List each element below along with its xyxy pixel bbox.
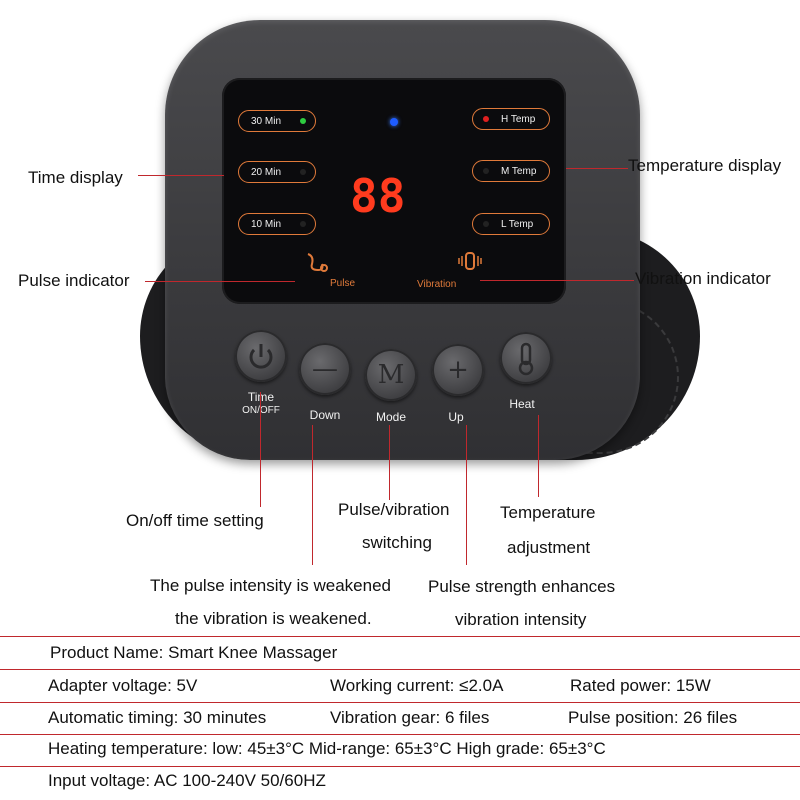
temp-low-button[interactable]: L Temp [472,213,550,235]
down-annotation-line2: the vibration is weakened. [175,609,372,628]
temp-high-led-icon [483,116,489,122]
mode-button-label: Mode [375,410,407,424]
vibration-icon [458,252,482,270]
time-20-label: 20 Min [251,167,282,178]
digit-readout: 88 [350,169,405,222]
spec-divider [0,669,800,670]
temp-mid-led-icon [483,168,489,174]
onoff-leader [260,392,261,507]
vibration-indicator-annotation: Vibration indicator [635,269,771,288]
time-30-button[interactable]: 30 Min [238,110,316,132]
vibration-label: Vibration [417,279,457,290]
spec-product-name: Product Name: Smart Knee Massager [50,643,338,662]
time-30-led-icon [300,118,306,124]
mode-icon: M [377,360,405,390]
onoff-annotation: On/off time setting [126,511,264,530]
down-leader [312,425,313,565]
spec-divider [0,636,800,637]
spec-rated-power: Rated power: 15W [570,676,711,695]
time-20-button[interactable]: 20 Min [238,161,316,183]
down-button-label: Down [309,408,341,422]
heat-annotation-line1: Temperature [500,503,596,522]
up-button-label: Up [448,410,464,424]
up-button[interactable]: + [432,344,484,396]
thermometer-icon [518,342,534,376]
time-20-led-icon [300,169,306,175]
time-button-label: Time [221,390,301,404]
down-annotation-line1: The pulse intensity is weakened [150,576,391,595]
time-display-annotation: Time display [28,168,123,187]
up-annotation-line2: vibration intensity [455,610,587,629]
spec-automatic-timing: Automatic timing: 30 minutes [48,708,267,727]
spec-heating-temperature: Heating temperature: low: 45±3°C Mid-ran… [48,739,606,758]
temp-low-led-icon [483,221,489,227]
temp-mid-button[interactable]: M Temp [472,160,550,182]
mode-leader [389,425,390,500]
up-annotation-line1: Pulse strength enhances [428,577,616,596]
control-panel: 30 Min 20 Min 10 Min H Temp M Temp L Tem… [222,78,566,304]
heat-button-label: Heat [509,397,535,411]
temp-high-label: H Temp [501,114,536,125]
vibration-indicator-leader [480,280,634,281]
time-display-leader [138,175,224,176]
pulse-indicator-annotation: Pulse indicator [18,271,130,290]
up-leader [466,425,467,565]
spec-input-voltage: Input voltage: AC 100-240V 50/60HZ [48,771,326,790]
pulse-indicator-leader [145,281,295,282]
plus-icon: + [447,355,469,385]
time-10-button[interactable]: 10 Min [238,213,316,235]
spec-vibration-gear: Vibration gear: 6 files [330,708,490,727]
spec-divider [0,702,800,703]
spec-divider [0,734,800,735]
temp-low-label: L Temp [501,219,534,230]
mode-annotation-line1: Pulse/vibration [338,500,450,519]
temp-high-button[interactable]: H Temp [472,108,550,130]
down-button[interactable]: — [299,343,351,395]
power-icon [249,344,273,369]
heat-annotation-line2: adjustment [507,538,591,557]
minus-icon: — [312,354,338,384]
spec-working-current: Working current: ≤2.0A [330,676,504,695]
temperature-display-leader [566,168,628,169]
spec-divider [0,766,800,767]
time-30-label: 30 Min [251,116,282,127]
heat-leader [538,415,539,497]
spec-pulse-position: Pulse position: 26 files [568,708,738,727]
mode-button[interactable]: M [365,349,417,401]
digit-display: 88 [350,169,405,222]
time-10-label: 10 Min [251,219,282,230]
mode-annotation-line2: switching [362,533,432,552]
power-indicator-icon [390,118,398,126]
spec-adapter-voltage: Adapter voltage: 5V [48,676,198,695]
time-10-led-icon [300,221,306,227]
pulse-icon [307,253,328,272]
heat-button[interactable] [500,332,552,384]
time-button-sublabel: ON/OFF [242,405,280,416]
temperature-display-annotation: Temperature display [628,156,782,175]
pulse-label: Pulse [330,278,356,289]
time-onoff-button[interactable] [235,330,287,382]
temp-mid-label: M Temp [501,166,537,177]
